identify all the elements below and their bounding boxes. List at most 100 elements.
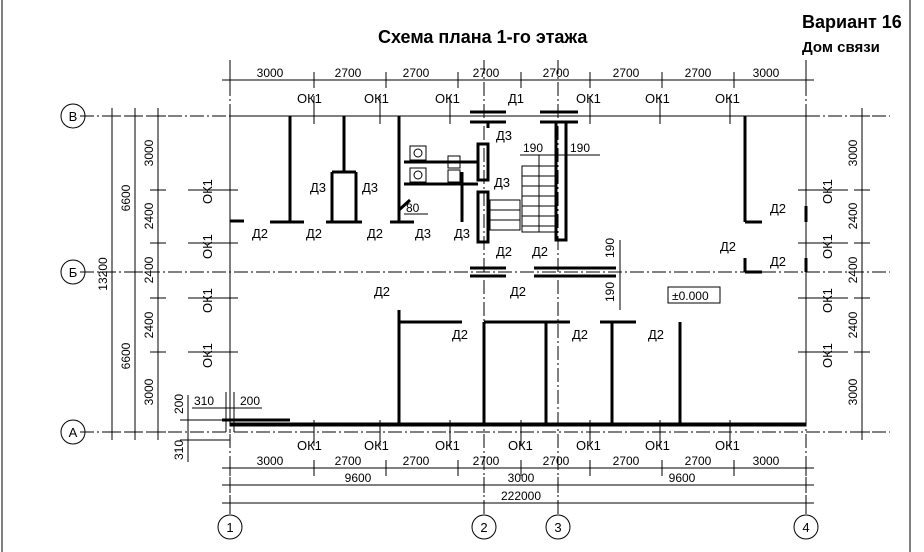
dim-left-inner-1: 3000	[142, 139, 156, 166]
dim-chain-bottom-2: 9600 3000 9600	[222, 471, 814, 493]
window-label: ОК1	[645, 91, 670, 106]
door-label-d2: Д2	[306, 226, 322, 241]
door-label-d2: Д2	[374, 284, 390, 299]
dim-bottom-6: 2700	[613, 454, 640, 468]
window-label: ОК1	[200, 179, 215, 204]
window-label: ОК1	[820, 288, 835, 313]
door-label-d2: Д2	[510, 284, 526, 299]
door-label-d3: Д3	[415, 226, 431, 241]
window-label: ОК1	[820, 179, 835, 204]
door-label-d3: Д3	[454, 226, 470, 241]
svg-text:4: 4	[802, 520, 809, 535]
dim-detail-190: 190	[603, 282, 617, 302]
axis-bubble-b: Б	[60, 259, 86, 285]
dim-bottom-4: 2700	[473, 454, 500, 468]
plan-title: Схема плана 1-го этажа	[378, 27, 588, 47]
dim-detail-310: 310	[194, 394, 214, 408]
dim-detail-190: 190	[603, 238, 617, 258]
dim-chain-top: 3000 2700 2700 2700 2700 2700 2700 3000	[222, 66, 814, 88]
window-label: ОК1	[576, 438, 601, 453]
dim-top-2: 2700	[335, 66, 362, 80]
level-mark: ±0.000	[667, 286, 721, 304]
dim-bottom-5: 2700	[543, 454, 570, 468]
dim-top-4: 2700	[473, 66, 500, 80]
dim-right-5: 3000	[846, 378, 860, 405]
window-label: ОК1	[200, 343, 215, 368]
door-label-d3: Д3	[496, 128, 512, 143]
svg-text:3: 3	[554, 520, 561, 535]
axis-bubble-4: 4	[793, 514, 819, 540]
dim-bottom-3: 2700	[403, 454, 430, 468]
window-label: ОК1	[297, 91, 322, 106]
dim-chain-bottom-1: 3000 2700 2700 2700 2700 2700 2700 3000	[222, 454, 814, 476]
door-label-d2: Д2	[532, 244, 548, 259]
dim-bottom-1: 3000	[257, 454, 284, 468]
interior-walls	[222, 110, 762, 424]
window-label: ОК1	[200, 234, 215, 259]
dim-detail-190: 190	[570, 141, 590, 155]
door-label-d2: Д2	[770, 254, 786, 269]
door-labels: Д2 Д2 Д2 Д3 Д3 Д3 Д3 Д3 Д3 Д2 Д2 Д2 Д2 Д…	[252, 128, 786, 342]
svg-text:Б: Б	[69, 265, 78, 280]
axis-bubble-a: А	[60, 419, 86, 445]
dim-chain-left-inner: 3000 2400 2400 2400 3000	[142, 108, 166, 440]
dim-top-8: 3000	[753, 66, 780, 80]
window-label: ОК1	[820, 234, 835, 259]
dim-left-mid-1: 6600	[119, 184, 133, 211]
dim-detail-200: 200	[172, 394, 186, 414]
detail-dims: 190 190 80 190 190 310 200 200 310	[172, 141, 621, 462]
svg-text:А: А	[69, 425, 78, 440]
svg-text:2: 2	[480, 520, 487, 535]
window-label: ОК1	[715, 438, 740, 453]
dim-left-inner-3: 2400	[142, 256, 156, 283]
dim-left-mid-2: 6600	[119, 342, 133, 369]
dim-bottom-span-1: 9600	[345, 471, 372, 485]
door-label-d2: Д2	[496, 244, 512, 259]
window-label: ОК1	[364, 438, 389, 453]
window-label: ОК1	[715, 91, 740, 106]
variant-label: Вариант 16	[802, 12, 902, 32]
windows-left: ОК1 ОК1 ОК1 ОК1	[188, 179, 238, 368]
window-label: ОК1	[364, 91, 389, 106]
dim-detail-310: 310	[172, 440, 186, 460]
window-label: ОК1	[435, 438, 460, 453]
dim-left-total: 13200	[96, 257, 110, 291]
dim-detail-190: 190	[523, 141, 543, 155]
door-label-d2: Д2	[452, 327, 468, 342]
dim-right-3: 2400	[846, 256, 860, 283]
window-label: ОК1	[200, 288, 215, 313]
svg-text:В: В	[69, 109, 78, 124]
dim-detail-80: 80	[406, 201, 420, 215]
svg-text:1: 1	[226, 520, 233, 535]
window-label: ОК1	[645, 438, 670, 453]
windows-top: ОК1 ОК1 ОК1 ОК1 ОК1 ОК1 Д1	[297, 91, 740, 124]
outer-walls	[230, 206, 808, 426]
dim-bottom-total: 222000	[501, 489, 541, 503]
dim-left-inner-5: 3000	[142, 378, 156, 405]
axis-bubble-v: В	[60, 103, 86, 129]
dim-right-2: 2400	[846, 202, 860, 229]
dim-left-inner-4: 2400	[142, 311, 156, 338]
dim-top-3: 2700	[403, 66, 430, 80]
axis-bubble-2: 2	[471, 514, 497, 540]
window-label: ОК1	[508, 438, 533, 453]
windows-right: ОК1 ОК1 ОК1 ОК1	[798, 179, 848, 368]
door-label-d3: Д3	[494, 175, 510, 190]
dim-bottom-span-2: 3000	[508, 471, 535, 485]
dim-top-7: 2700	[685, 66, 712, 80]
door-label-d2: Д2	[252, 226, 268, 241]
dim-top-1: 3000	[257, 66, 284, 80]
window-label: ОК1	[297, 438, 322, 453]
toilet-fixtures	[409, 145, 461, 183]
dim-detail-200: 200	[240, 394, 260, 408]
window-label: ОК1	[576, 91, 601, 106]
door-label-d3: Д3	[362, 180, 378, 195]
dim-top-6: 2700	[613, 66, 640, 80]
dim-left-inner-2: 2400	[142, 202, 156, 229]
door-label-d2: Д2	[770, 201, 786, 216]
dim-chain-bottom-total: 222000	[222, 489, 814, 511]
dim-bottom-7: 2700	[685, 454, 712, 468]
dim-bottom-8: 3000	[753, 454, 780, 468]
door-label-d2: Д2	[367, 226, 383, 241]
